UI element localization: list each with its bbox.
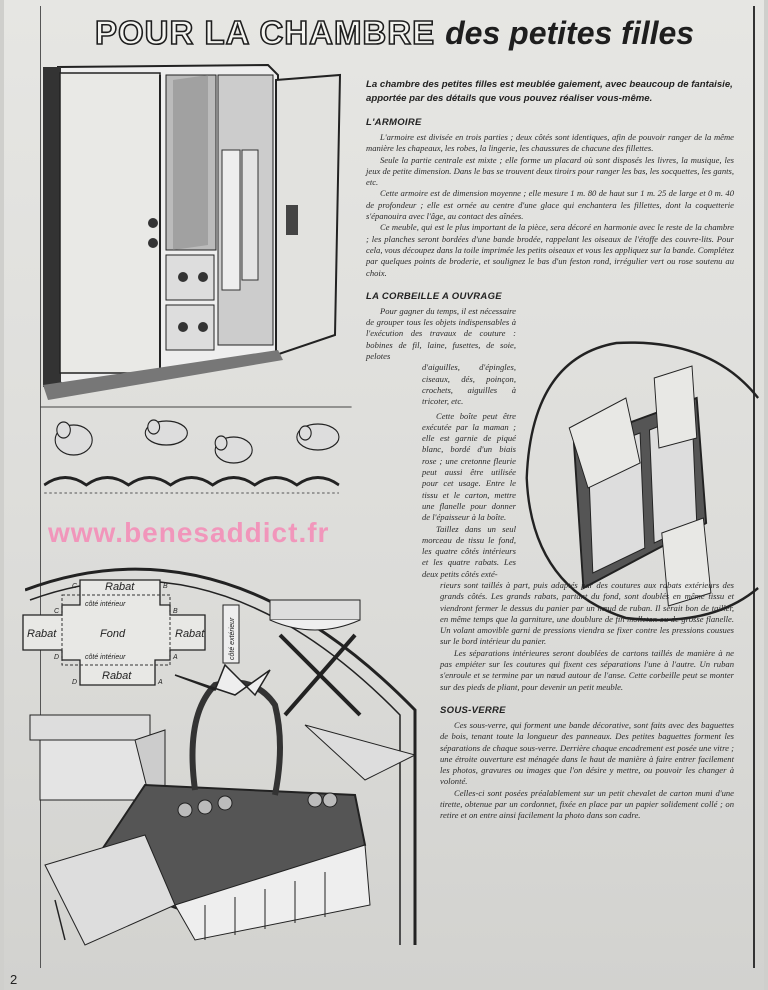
corbeille-text-3: Cette boîte peut être exécutée par la ma… — [422, 411, 516, 580]
armoire-paragraph: L'armoire est divisée en trois parties ;… — [366, 132, 734, 154]
bird-embroidery-band — [40, 406, 352, 494]
corner-c1: C — [72, 583, 78, 590]
page-number: 2 — [10, 972, 18, 987]
work-basket-illustration — [25, 567, 417, 946]
corbeille-paragraph: rieurs sont taillés à part, puis adaptés… — [440, 579, 734, 647]
corner-c2: C — [54, 608, 60, 615]
label-rabat-top: Rabat — [105, 581, 135, 593]
corner-d1: D — [54, 654, 59, 661]
label-fond: Fond — [100, 628, 126, 640]
sous-verre-illustration — [525, 341, 760, 622]
corner-b1: B — [163, 583, 168, 590]
sous-verre-paragraph: Celles-ci sont posées préalablement sur … — [440, 787, 734, 821]
label-cote-top: côté intérieur — [85, 601, 126, 608]
sous-verre-paragraph: Ces sous-verre, qui forment une bande dé… — [440, 719, 734, 787]
watermark: www.benesaddict.fr — [48, 517, 330, 548]
label-cote-bottom: côté intérieur — [85, 654, 126, 661]
heading-sous-verre: SOUS-VERRE — [440, 704, 506, 716]
heading-armoire: L'ARMOIRE — [366, 117, 422, 128]
corbeille-paragraph: Les séparations intérieures seront doubl… — [440, 647, 734, 692]
corner-b2: B — [173, 608, 178, 615]
corbeille-text-1: Pour gagner du temps, il est nécessaire … — [366, 306, 516, 362]
corner-a2: A — [157, 679, 163, 686]
corbeille-paragraph: Pour gagner du temps, il est nécessaire … — [366, 305, 516, 362]
text-column: La chambre des petites filles est meublé… — [366, 78, 734, 822]
armoire-paragraph: Seule la partie centrale est mixte ; ell… — [366, 154, 734, 188]
title-part1: POUR LA CHAMBRE — [94, 13, 436, 52]
label-rabat-right: Rabat — [175, 628, 205, 640]
wardrobe-illustration — [43, 63, 342, 400]
corner-a1: A — [172, 654, 178, 661]
corner-d2: D — [72, 679, 77, 686]
label-rabat-left: Rabat — [27, 628, 57, 640]
heading-corbeille: LA CORBEILLE A OUVRAGE — [366, 290, 502, 302]
sous-verre-text: Ces sous-verre, qui forment une bande dé… — [440, 720, 734, 822]
armoire-text: L'armoire est divisée en trois parties ;… — [366, 132, 734, 279]
corbeille-paragraph: d'aiguilles, d'épingles, ciseaux, dés, p… — [422, 362, 516, 407]
corbeille-paragraph: Taillez dans un seul morceau de tissu le… — [422, 523, 516, 579]
page-frame — [40, 6, 755, 968]
label-side-piece: côté extérieur — [229, 617, 236, 660]
label-rabat-bottom: Rabat — [102, 670, 132, 682]
corbeille-paragraph: Cette boîte peut être exécutée par la ma… — [422, 410, 516, 523]
armoire-paragraph: Ce meuble, qui est le plus important de … — [366, 222, 734, 278]
armoire-paragraph: Cette armoire est de dimension moyenne ;… — [366, 188, 734, 222]
basket-pattern-diagram: Rabat côté intérieur Rabat Fond Rabat cô… — [22, 579, 240, 686]
corbeille-text-2: d'aiguilles, d'épingles, ciseaux, dés, p… — [422, 362, 516, 407]
intro-text: La chambre des petites filles est meublé… — [366, 79, 733, 104]
corbeille-text-4: rieurs sont taillés à part, puis adaptés… — [440, 580, 734, 693]
title-part2: des petites filles — [445, 15, 695, 51]
